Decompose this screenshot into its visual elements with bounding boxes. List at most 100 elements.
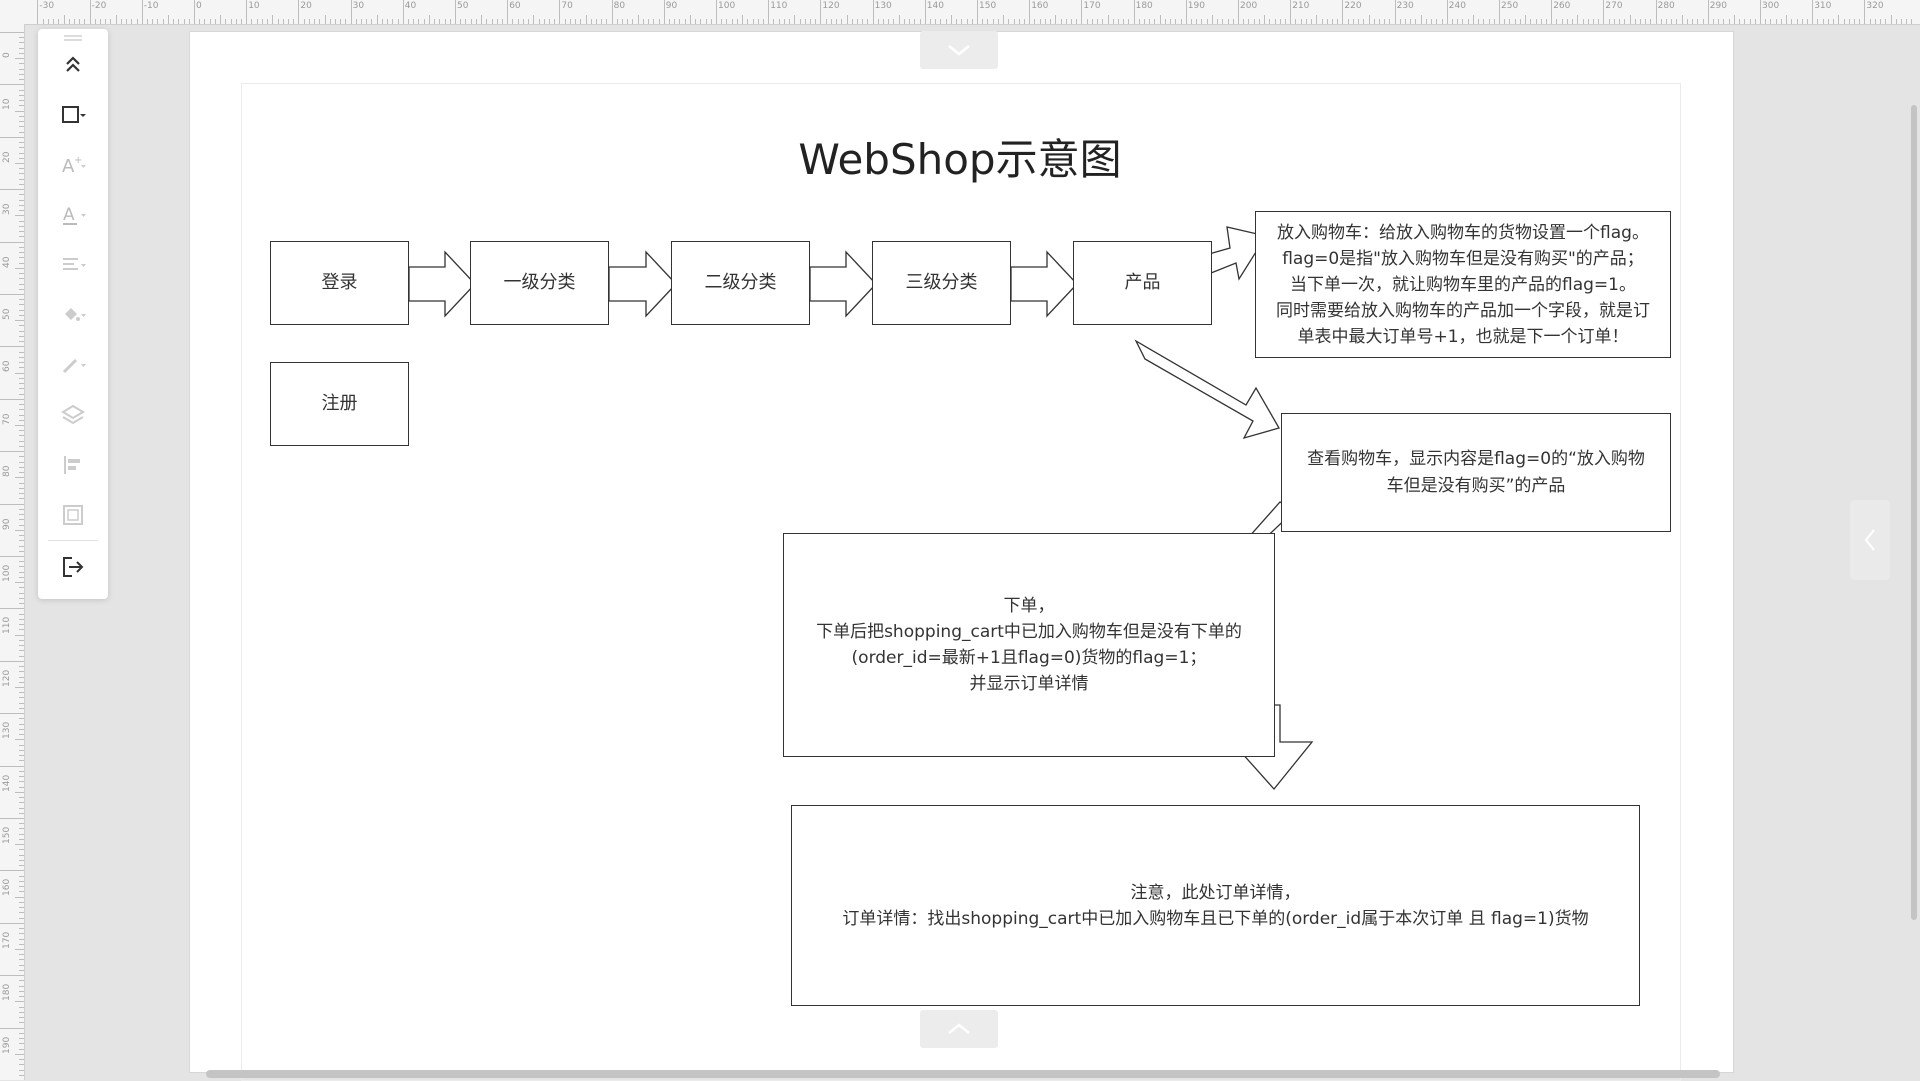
- ruler-minor-tick: [19, 79, 24, 81]
- box-add-cart-label: 放入购物车：给放入购物车的货物设置一个flag。 flag=0是指"放入购物车但…: [1276, 222, 1650, 347]
- ruler-minor-tick: [272, 15, 274, 24]
- box-cat1-label: 一级分类: [503, 272, 576, 293]
- ruler-minor-tick: [15, 267, 24, 269]
- ruler-minor-tick: [19, 535, 24, 537]
- fill-color-button[interactable]: [38, 293, 108, 337]
- ruler-minor-tick: [19, 225, 24, 227]
- ruler-minor-tick: [188, 19, 190, 24]
- arrow-cat3-to-product[interactable]: [1010, 250, 1078, 318]
- ruler-minor-tick: [261, 19, 263, 24]
- ruler-minor-tick: [19, 304, 24, 306]
- ruler-minor-tick: [199, 19, 201, 24]
- fill-color-icon: [65, 308, 86, 321]
- ruler-minor-tick: [19, 954, 24, 956]
- box-cat1[interactable]: 一级分类: [470, 241, 609, 325]
- right-panel-toggle[interactable]: [1850, 500, 1890, 580]
- collapse-bottom-tab[interactable]: [920, 1010, 998, 1048]
- ruler-minor-tick: [19, 252, 24, 254]
- ruler-minor-tick: [19, 1038, 24, 1040]
- ruler-minor-tick: [1039, 19, 1041, 24]
- ruler-minor-tick: [1373, 19, 1375, 24]
- arrow-cat1-to-cat2[interactable]: [608, 250, 677, 318]
- align-text-button[interactable]: [38, 243, 108, 287]
- ruler-minor-tick: [19, 718, 24, 720]
- ruler-minor-tick: [334, 19, 336, 24]
- ruler-minor-tick: [1149, 19, 1151, 24]
- ruler-label: 130: [874, 1, 892, 11]
- ruler-minor-tick: [1900, 19, 1902, 24]
- ruler-minor-tick: [496, 19, 498, 24]
- ruler-minor-tick: [19, 472, 24, 474]
- ruler-label: 120: [822, 1, 840, 11]
- group-icon: [63, 505, 83, 525]
- exit-button[interactable]: [38, 545, 108, 589]
- ruler-minor-tick: [19, 886, 24, 888]
- ruler-major-tick: [1238, 0, 1239, 24]
- box-view-cart[interactable]: 查看购物车，显示内容是flag=0的“放入购物 车但是没有购买”的产品: [1281, 413, 1671, 532]
- ruler-minor-tick: [554, 19, 556, 24]
- ruler-minor-tick: [1806, 19, 1808, 24]
- box-order-detail[interactable]: 注意，此处订单详情， 订单详情：找出shopping_cart中已加入购物车且已…: [791, 805, 1640, 1006]
- ruler-minor-tick: [1692, 19, 1694, 24]
- arrow-cat2-to-cat3[interactable]: [809, 250, 877, 318]
- ruler-minor-tick: [1050, 19, 1052, 24]
- box-login-label: 登录: [321, 272, 358, 293]
- ruler-minor-tick: [19, 597, 24, 599]
- ruler-minor-tick: [19, 147, 24, 149]
- ruler-minor-tick: [19, 849, 24, 851]
- ruler-minor-tick: [1175, 19, 1177, 24]
- ruler-minor-tick: [1352, 19, 1354, 24]
- ruler-minor-tick: [15, 739, 24, 741]
- ruler-minor-tick: [1431, 19, 1433, 24]
- box-login[interactable]: 登录: [270, 241, 409, 325]
- diagram-title[interactable]: WebShop示意图: [798, 135, 1122, 184]
- ruler-minor-tick: [19, 89, 24, 91]
- ruler-minor-tick: [355, 19, 357, 24]
- layers-button[interactable]: [38, 393, 108, 437]
- ruler-minor-tick: [1128, 19, 1130, 24]
- ruler-minor-tick: [1483, 19, 1485, 24]
- ruler-minor-tick: [19, 278, 24, 280]
- font-color-button[interactable]: A: [38, 193, 108, 237]
- ruler-minor-tick: [19, 37, 24, 39]
- group-button[interactable]: [38, 493, 108, 537]
- shape-tool-button[interactable]: [38, 93, 108, 137]
- box-place-order[interactable]: 下单， 下单后把shopping_cart中已加入购物车但是没有下单的 (ord…: [783, 533, 1275, 757]
- horizontal-scrollbar-thumb[interactable]: [206, 1070, 1720, 1078]
- arrow-product-to-view-cart[interactable]: [1134, 339, 1280, 440]
- box-product[interactable]: 产品: [1073, 241, 1212, 325]
- vertical-scrollbar-thumb[interactable]: [1911, 105, 1917, 920]
- ruler-minor-tick: [460, 19, 462, 24]
- ruler-major-tick: [194, 0, 195, 24]
- ruler-major-tick: [0, 608, 24, 610]
- ruler-minor-tick: [19, 482, 24, 484]
- box-add-cart[interactable]: 放入购物车：给放入购物车的货物设置一个flag。 flag=0是指"放入购物车但…: [1255, 211, 1671, 358]
- ruler-minor-tick: [1217, 19, 1219, 24]
- box-register[interactable]: 注册: [270, 362, 409, 446]
- ruler-minor-tick: [491, 19, 493, 24]
- ruler-minor-tick: [19, 309, 24, 311]
- ruler-minor-tick: [19, 183, 24, 185]
- line-color-button[interactable]: [38, 343, 108, 387]
- box-cat2[interactable]: 二级分类: [671, 241, 810, 325]
- collapse-toolbar-button[interactable]: [38, 43, 108, 87]
- drag-handle-icon[interactable]: [64, 35, 82, 41]
- ruler-minor-tick: [19, 723, 24, 725]
- ruler-minor-tick: [1358, 19, 1360, 24]
- arrow-login-to-cat1[interactable]: [408, 250, 476, 318]
- ruler-minor-tick: [1112, 19, 1114, 24]
- ruler-minor-tick: [1754, 19, 1756, 24]
- ruler-minor-tick: [1911, 19, 1913, 24]
- ruler-minor-tick: [19, 692, 24, 694]
- ruler-label: 110: [770, 1, 788, 11]
- box-cat3[interactable]: 三级分类: [872, 241, 1011, 325]
- ruler-label: 20: [300, 1, 312, 11]
- text-style-button[interactable]: A+: [38, 143, 108, 187]
- ruler-minor-tick: [997, 19, 999, 24]
- ruler-minor-tick: [340, 19, 342, 24]
- align-left-button[interactable]: [38, 443, 108, 487]
- collapse-top-tab[interactable]: [920, 31, 998, 69]
- ruler-minor-tick: [1415, 19, 1417, 24]
- ruler-minor-tick: [15, 372, 24, 374]
- ruler-minor-tick: [19, 697, 24, 699]
